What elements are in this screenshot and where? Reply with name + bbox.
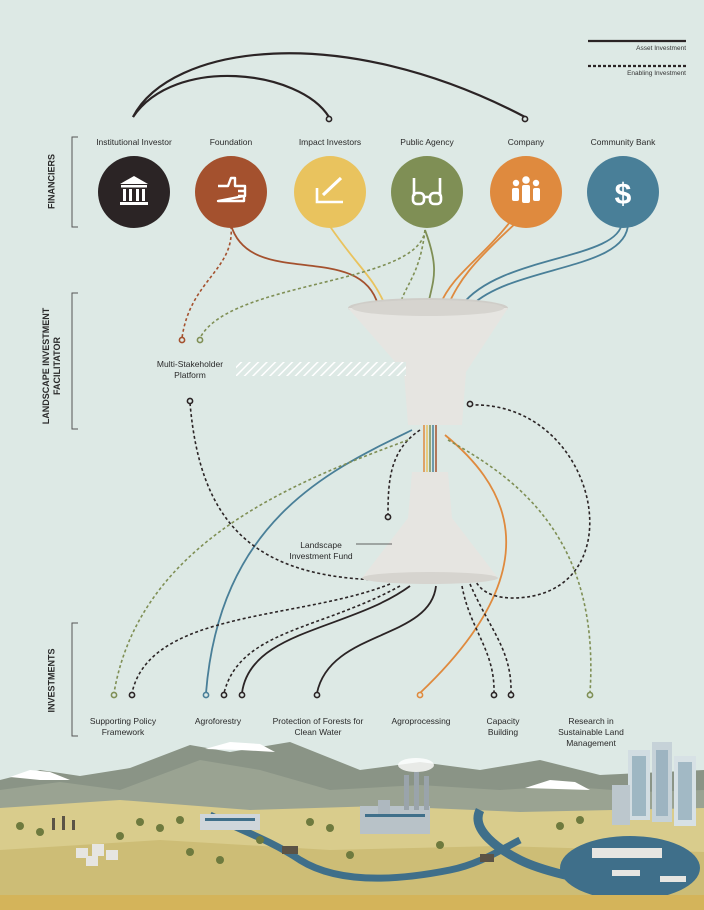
arc-institutional-company	[132, 52, 526, 118]
foundation-circle	[195, 156, 267, 228]
investment-label-agroprocessing: Agroprocessing	[391, 716, 451, 726]
section-facilitator: LANDSCAPE INVESTMENT FACILITATOR	[41, 307, 62, 425]
financier-label-public-agency: Public Agency	[400, 137, 454, 147]
dollar-icon: $	[615, 178, 632, 211]
asset-lines-to-facilitator	[230, 221, 629, 306]
investment-label-research: Research in Sustainable Land Management	[558, 716, 624, 748]
community-bank-circle: $	[587, 156, 659, 228]
section-investments: INVESTMENTS	[46, 648, 57, 713]
financier-label-impact-investors: Impact Investors	[298, 137, 362, 147]
people-icon	[512, 176, 540, 203]
section-financiers: FINANCIERS	[46, 154, 57, 210]
legend-asset-label: Asset Investment	[636, 45, 686, 52]
financier-label-community-bank: Community Bank	[590, 137, 656, 147]
village	[76, 844, 118, 866]
investment-label-agroforestry: Agroforestry	[194, 716, 242, 726]
investment-label-policy: Supporting Policy Framework	[89, 716, 157, 737]
investment-endpoints	[110, 691, 594, 699]
factory	[360, 758, 434, 834]
arc-institutional-impact	[132, 74, 330, 118]
investment-label-forests: Protection of Forests for Clean Water	[272, 716, 364, 737]
public-agency-circle	[391, 156, 463, 228]
enabling-lines-from-facilitator	[113, 402, 592, 694]
company-circle	[490, 156, 562, 228]
legend	[588, 39, 686, 68]
financier-label-institutional-investor: Institutional Investor	[96, 137, 172, 147]
pen-check-icon	[315, 176, 343, 204]
enabling-lines-from-fund	[131, 583, 512, 694]
asset-lines-from-fund	[241, 585, 437, 694]
landscape-illustration	[0, 742, 704, 910]
financier-circles: $	[98, 156, 659, 228]
facilitator-funnel	[348, 298, 508, 425]
financier-label-company: Company	[507, 137, 545, 147]
glasses-icon	[411, 178, 443, 206]
financier-arcs	[132, 52, 529, 123]
legend-enabling-label: Enabling Investment	[627, 70, 686, 77]
city	[612, 742, 696, 826]
investment-label-capacity: Capacity Building	[486, 716, 520, 737]
impact-investors-circle	[294, 156, 366, 228]
fund-funnel	[362, 472, 498, 584]
platform-hatch	[236, 362, 406, 376]
hand-giving-icon	[216, 176, 247, 203]
fund-threads	[423, 425, 437, 472]
fund-label: Landscape Investment Fund	[289, 540, 353, 561]
bank-icon	[120, 176, 148, 205]
asset-lines-from-facilitator	[205, 429, 508, 694]
financier-label-foundation: Foundation	[209, 137, 253, 147]
platform-label: Multi-Stakeholder Platform	[156, 359, 224, 380]
section-brackets	[71, 136, 78, 737]
institutional-investor-circle	[98, 156, 170, 228]
